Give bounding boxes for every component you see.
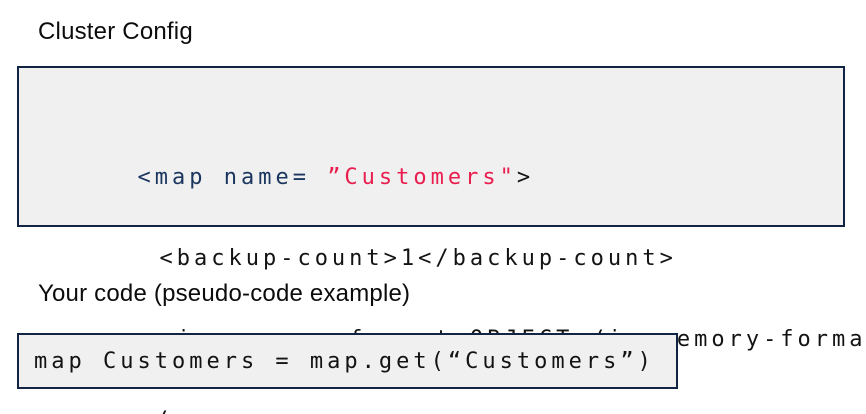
pseudo-code-block: map Customers = map.get(“Customers”) [17,333,678,389]
code-line: <map name= ”Customers"> [34,131,843,190]
cluster-config-code-block: <map name= ”Customers"> <backup-count>1<… [17,66,866,414]
xml-tag-close-token: > [516,165,535,190]
cluster-config-heading: Cluster Config [38,18,193,45]
xml-tag-open-token: <map name= [137,165,328,190]
your-code-heading: Your code (pseudo-code example) [38,280,411,307]
code-line: </map> [34,374,843,414]
pseudo-code-line: map Customers = map.get(“Customers”) [34,348,655,374]
xml-attr-value-token: ”Customers" [327,165,517,190]
map-closing-tag-token: </map> [137,408,240,414]
code-line: <backup-count>1</backup-count> [34,212,843,271]
backup-count-token: <backup-count>1</backup-count> [159,246,677,271]
